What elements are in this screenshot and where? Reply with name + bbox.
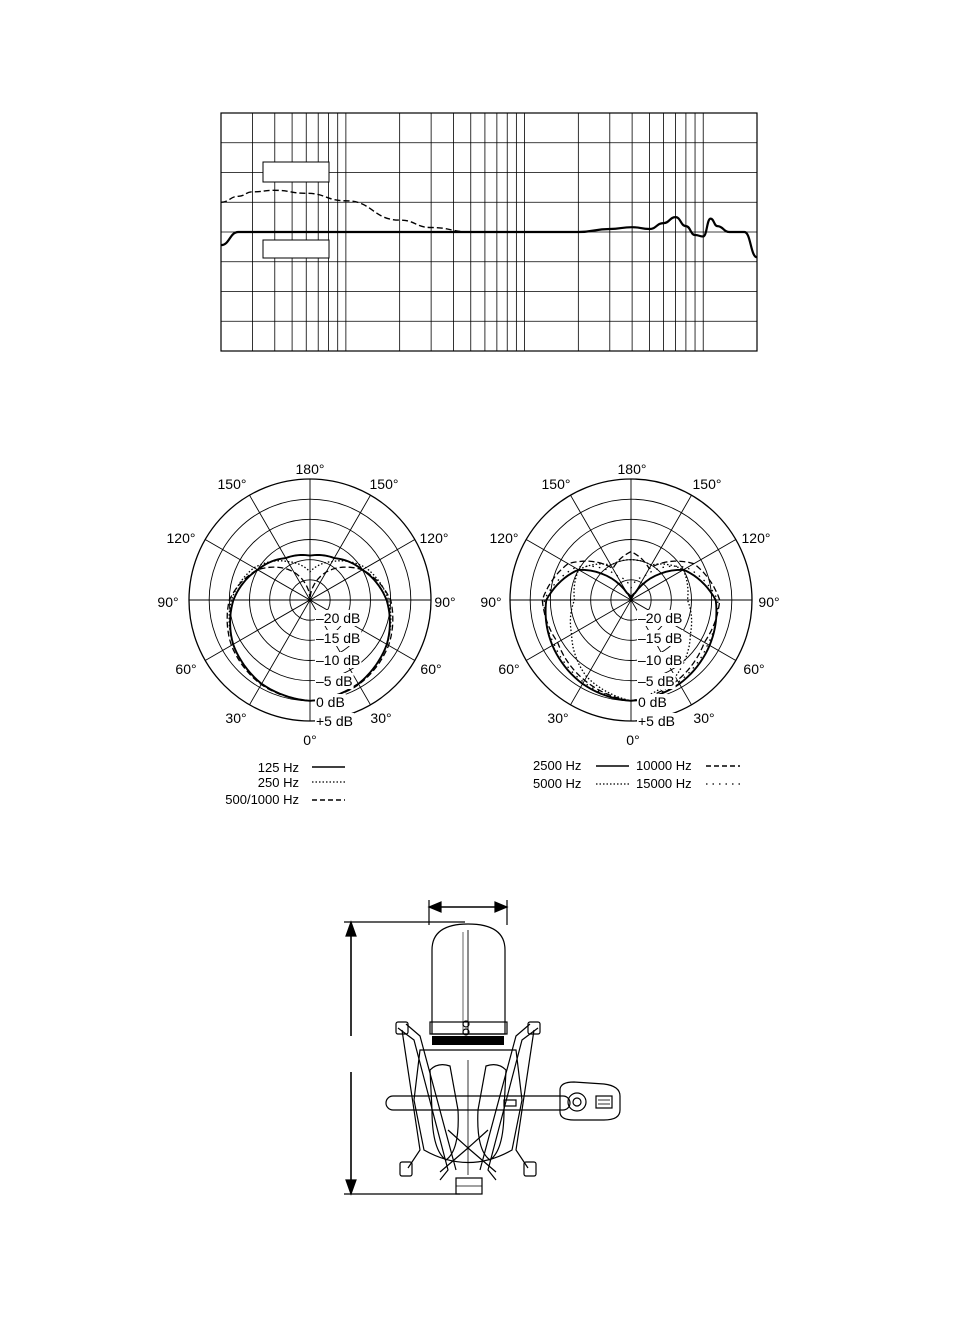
angle-label-120-right: 120° (742, 530, 771, 546)
swivel-knob-screw-inner (573, 1098, 581, 1106)
arrowhead-up (346, 922, 356, 936)
legend-label-250hz: 250 Hz (258, 775, 299, 790)
angle-label-30-right: 30° (693, 710, 714, 726)
microphone-dimension-drawing (344, 900, 620, 1194)
angle-label-60-right: 60° (420, 661, 441, 677)
angle-label-180: 180° (618, 461, 647, 477)
angle-label-30-right: 30° (370, 710, 391, 726)
angle-label-150-right: 150° (370, 476, 399, 492)
arrowhead-right (495, 902, 507, 912)
arrowhead-down (346, 1180, 356, 1194)
polar-chart-low-frequencies: –20 dB –15 dB –10 dB –5 dB 0 dB +5 dB 18… (157, 461, 455, 807)
angle-label-120-left: 120° (167, 530, 196, 546)
ring-label: +5 dB (316, 713, 353, 729)
legend-label-500-1000hz: 500/1000 Hz (225, 792, 299, 807)
angle-label-90-right: 90° (758, 594, 779, 610)
polar-right-angle-labels: 180° 150° 150° 120° 120° 90° 90° 60° 60°… (480, 461, 779, 748)
cradle-lobe-right (478, 1065, 506, 1160)
angle-label-150-left: 150° (542, 476, 571, 492)
swivel-knob-screw (568, 1093, 586, 1111)
ring-label: –5 dB (316, 673, 353, 689)
angle-label-60-left: 60° (175, 661, 196, 677)
angle-label-30-left: 30° (225, 710, 246, 726)
head-base-band (432, 1036, 504, 1045)
angle-label-30-left: 30° (547, 710, 568, 726)
ring-label: +5 dB (638, 713, 675, 729)
angle-label-0: 0° (626, 732, 639, 748)
polar-right-legend: 2500 Hz 10000 Hz 5000 Hz 15000 Hz (533, 758, 740, 791)
ring-label: –20 dB (638, 610, 682, 626)
legend-label-2500hz: 2500 Hz (533, 758, 581, 773)
ring-label: –15 dB (638, 630, 682, 646)
angle-label-60-right: 60° (743, 661, 764, 677)
ring-label: –10 dB (316, 652, 360, 668)
ring-label: –20 dB (316, 610, 360, 626)
cradle-lobe-left (430, 1065, 458, 1160)
arrowhead-left (429, 902, 441, 912)
polar-left-ring-labels: –20 dB –15 dB –10 dB –5 dB 0 dB +5 dB (315, 610, 361, 729)
angle-label-90-left: 90° (157, 594, 178, 610)
ring-label: –5 dB (638, 673, 675, 689)
angle-label-0: 0° (303, 732, 316, 748)
ring-label: 0 dB (316, 694, 345, 710)
microphone-head-capsule (432, 924, 505, 1034)
freq-chart-label-box-upper (263, 162, 329, 182)
legend-label-10000hz: 10000 Hz (636, 758, 692, 773)
legend-label-15000hz: 15000 Hz (636, 776, 692, 791)
polar-left-legend: 125 Hz 250 Hz 500/1000 Hz (225, 760, 345, 807)
angle-label-150-left: 150° (218, 476, 247, 492)
freq-chart-label-box-lower (263, 240, 329, 258)
polar-chart-high-frequencies: –20 dB –15 dB –10 dB –5 dB 0 dB +5 dB 18… (480, 461, 779, 791)
legend-label-5000hz: 5000 Hz (533, 776, 581, 791)
ring-label: 0 dB (638, 694, 667, 710)
ring-label: –10 dB (638, 652, 682, 668)
legend-label-125hz: 125 Hz (258, 760, 299, 775)
angle-label-90-right: 90° (434, 594, 455, 610)
frequency-response-chart (221, 113, 757, 351)
angle-label-120-right: 120° (420, 530, 449, 546)
angle-label-60-left: 60° (498, 661, 519, 677)
angle-label-120-left: 120° (490, 530, 519, 546)
ring-label: –15 dB (316, 630, 360, 646)
polar-left-grid (189, 479, 431, 721)
swivel-mount-knob (560, 1082, 620, 1120)
angle-label-90-left: 90° (480, 594, 501, 610)
freq-series-dashed-line (221, 190, 525, 232)
swivel-logo-plate (596, 1096, 612, 1108)
angle-label-150-right: 150° (693, 476, 722, 492)
angle-label-180: 180° (296, 461, 325, 477)
